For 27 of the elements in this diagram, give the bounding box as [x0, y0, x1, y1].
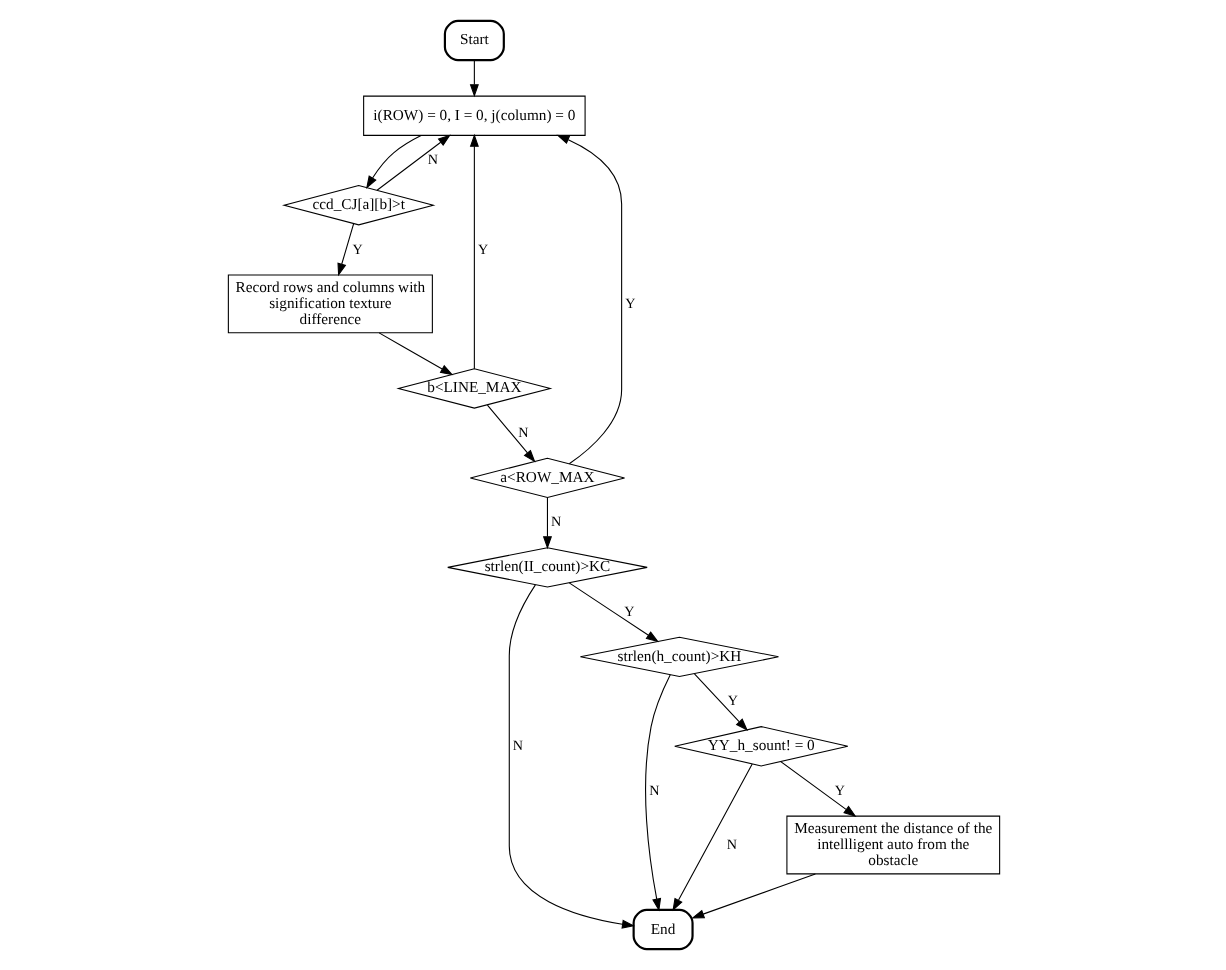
node-box: Measurement the distance of the intellligent auto from the obstacle	[785, 815, 1000, 875]
node-diamond: YY_h_sount! = 0	[673, 726, 848, 767]
arrow	[377, 332, 453, 376]
arrow	[365, 134, 421, 189]
arrow	[779, 761, 856, 817]
arrow	[336, 223, 354, 277]
arrow	[468, 59, 478, 98]
arrow	[644, 674, 670, 912]
arrow	[375, 134, 450, 191]
arrow	[485, 404, 535, 463]
node-diamond: strlen(h_count)>KH	[578, 636, 779, 677]
arrow	[555, 134, 622, 465]
arrow	[671, 763, 752, 912]
arrow	[507, 584, 635, 929]
node-diamond: b<LINE_MAX	[395, 368, 552, 409]
arrow	[541, 497, 552, 550]
node-box: End	[631, 908, 693, 951]
node-box: Record rows and columns with signification texture difference	[226, 274, 432, 334]
arrow	[468, 133, 478, 370]
node-diamond: strlen(II_count)>KC	[446, 547, 647, 588]
node-diamond: ccd_CJ[a][b]>t	[281, 185, 435, 226]
node-box: Start	[442, 19, 504, 62]
arrow	[567, 582, 658, 643]
node-diamond: a<ROW_MAX	[468, 457, 625, 499]
arrow	[690, 873, 815, 919]
node-box: i(ROW) = 0, I = 0, j(column) = 0	[362, 95, 585, 136]
arrow	[692, 673, 748, 732]
